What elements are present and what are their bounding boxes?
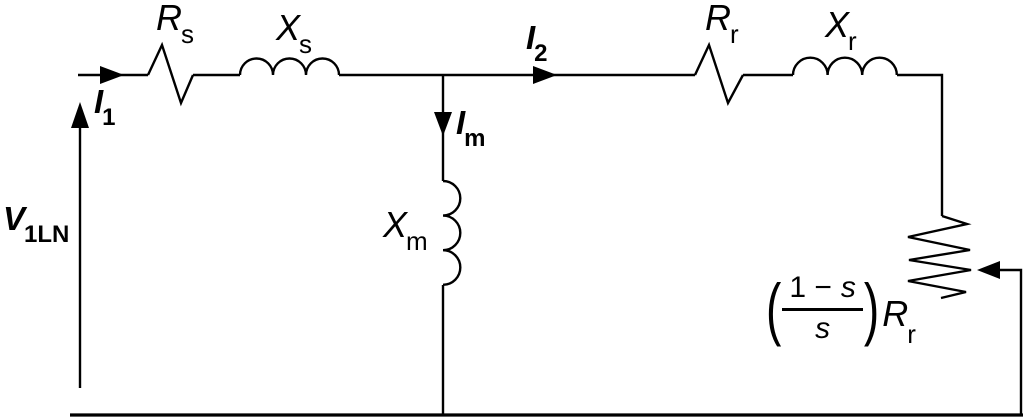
voltage-arrow-head-icon [71, 102, 89, 128]
label-load-num-var: s [840, 270, 856, 304]
current-arrow-i2-icon [533, 66, 557, 84]
inductor-xm [442, 179, 462, 286]
label-i1-main: I [94, 83, 104, 120]
wire-right-return [998, 268, 1023, 414]
label-rr-sub: r [730, 19, 739, 50]
resistor-load [907, 214, 972, 300]
wire-top-right [897, 73, 944, 216]
inductor-xs [238, 57, 341, 76]
label-im-main: I [456, 104, 466, 141]
label-v1ln-sub: 1LN [24, 221, 70, 249]
label-load-resistance: ( 1 −s s ) Rr [766, 268, 917, 348]
label-xm: Xm [383, 204, 429, 255]
label-rs-sub: s [181, 19, 194, 50]
label-xs: Xs [276, 7, 313, 58]
label-rs: Rs [156, 0, 195, 47]
label-load-numerator: 1 −s [782, 270, 863, 311]
label-rr-main: R [705, 0, 731, 38]
label-rr: Rr [705, 0, 740, 47]
current-arrow-im-icon [434, 112, 452, 136]
resistor-rr [693, 41, 745, 107]
label-xm-main: X [383, 204, 408, 245]
label-i1-sub: 1 [102, 104, 116, 132]
label-xr-main: X [825, 4, 850, 45]
label-load-rparen: ) [863, 269, 880, 347]
label-load-fraction: 1 −s s [782, 270, 863, 345]
label-xs-sub: s [299, 29, 313, 60]
label-i2-sub: 2 [534, 40, 548, 68]
current-arrow-i1-icon [100, 66, 124, 84]
load-wiper-arrow-icon [977, 261, 1000, 279]
label-xs-main: X [276, 7, 301, 48]
label-v1ln-main: V [3, 200, 26, 237]
label-load-lparen: ( [766, 269, 782, 347]
inductor-xr [791, 56, 898, 76]
label-im-sub: m [464, 125, 486, 153]
label-i2-main: I [526, 19, 536, 56]
label-load-coeff-main: R [882, 292, 909, 334]
label-load-coeff: Rr [882, 292, 917, 347]
label-i1: I1 [94, 83, 117, 130]
label-load-num-coeff: 1 − [789, 270, 832, 304]
label-xr-sub: r [848, 26, 857, 57]
label-i2: I2 [526, 19, 549, 66]
label-xr: Xr [825, 4, 858, 55]
label-xm-sub: m [406, 226, 428, 257]
label-im: Im [456, 104, 487, 151]
label-load-coeff-sub: r [907, 319, 916, 350]
label-load-denominator: s [815, 311, 831, 345]
resistor-rs [146, 41, 195, 107]
label-v1ln: V1LN [3, 200, 70, 247]
label-rs-main: R [156, 0, 182, 38]
